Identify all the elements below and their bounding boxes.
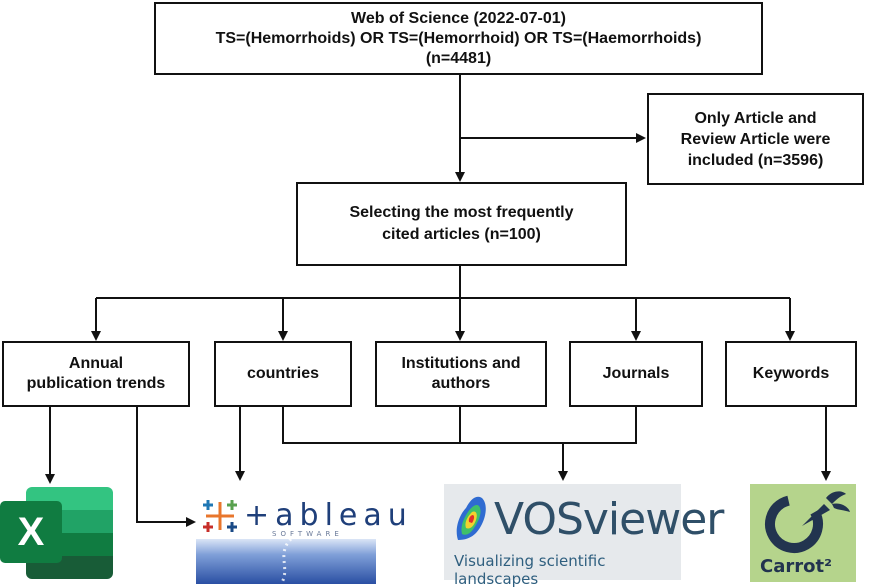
carrot-icon [765,491,850,553]
box-journals: Journals [569,341,703,407]
box-countries: countries [214,341,352,407]
arrow-annual-to-tableau [136,407,196,527]
countries-label: countries [246,365,319,382]
box-annual-publication-trends: Annual publication trends [2,341,190,407]
filter-line-1: Only Article and [694,109,817,127]
annual-line-2: publication trends [26,375,166,392]
box-keywords: Keywords [725,341,857,407]
filter-box: Only Article and Review Article were inc… [647,93,864,185]
filter-line-2: Review Article were [680,130,831,148]
tableau-cross-icon [203,500,237,532]
filter-line-3: included (n=3596) [687,151,824,169]
selection-box: Selecting the most frequently cited arti… [296,182,627,266]
tableau-banner [196,539,376,584]
selection-line-1: Selecting the most frequently [349,204,574,221]
journals-label: Journals [602,365,670,382]
selection-line-2: cited articles (n=100) [382,226,541,243]
institutions-line-2: authors [431,375,491,392]
box-institutions-and-authors: Institutions and authors [375,341,547,407]
source-line-3: (n=4481) [425,49,492,67]
vosviewer-tagline: Visualizing scientific landscapes [454,552,606,588]
tableau-wordmark: +ableau [244,498,413,533]
vosviewer-wordmark: VOSviewer [494,494,724,545]
source-line-1: Web of Science (2022-07-01) [351,9,566,27]
excel-x-icon: X [0,501,62,563]
excel-logo: X [0,487,113,579]
carrot2-logo: Carrot² [750,484,856,582]
source-box: Web of Science (2022-07-01) TS=(Hemorrho… [154,2,763,75]
carrot2-wordmark: Carrot² [760,556,832,577]
vosviewer-heatmap-icon [456,496,486,540]
annual-line-1: Annual [68,355,124,372]
keywords-label: Keywords [752,365,830,382]
vosviewer-logo: VOSviewer Visualizing scientific landsca… [444,484,724,588]
tableau-software-label: SOFTWARE [272,530,343,538]
institutions-line-1: Institutions and [401,355,521,372]
tableau-logo: +ableau SOFTWARE [196,490,407,584]
source-line-2: TS=(Hemorrhoids) OR TS=(Hemorrhoid) OR T… [215,29,702,47]
